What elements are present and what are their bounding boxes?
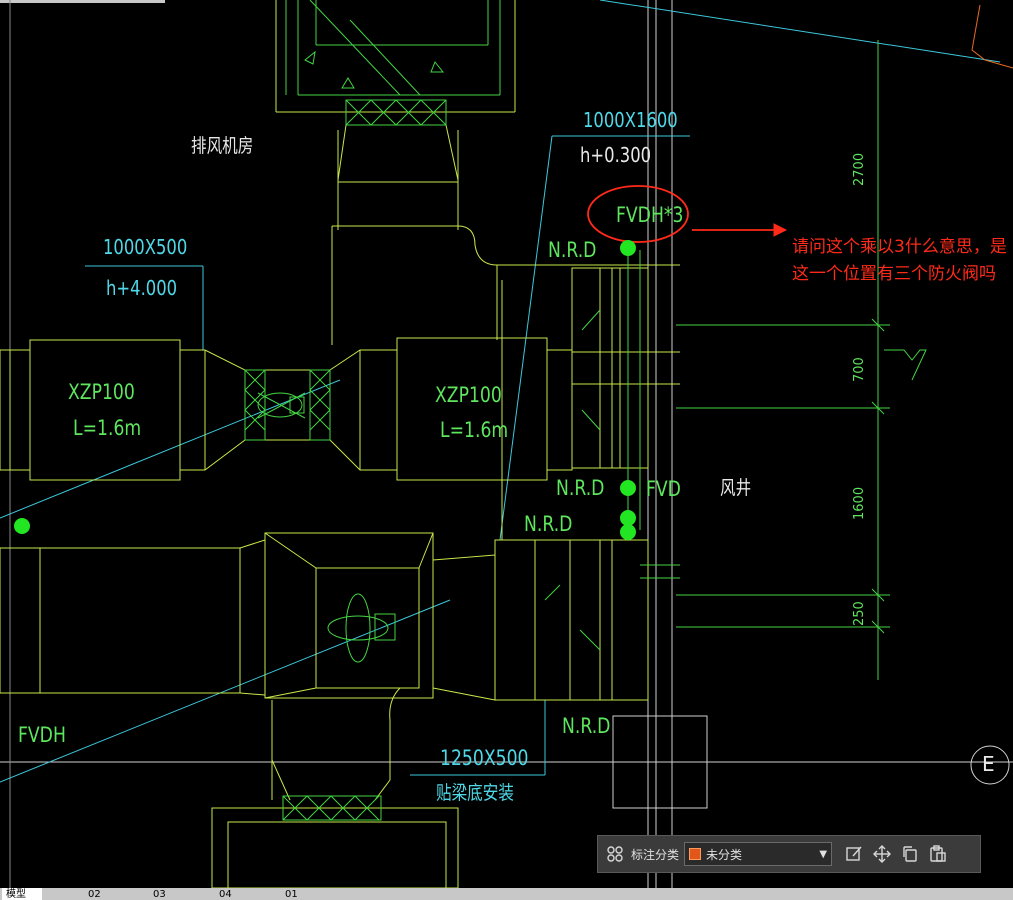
nrd-label-4: N.R.D <box>562 714 611 738</box>
fvdh-top-label: FVDH*3 <box>616 203 684 227</box>
duct-size-bottom-label: 1250X500 <box>440 746 529 770</box>
fvdh-left-label: FVDH <box>18 723 66 747</box>
tab-01[interactable]: 01 <box>285 889 298 900</box>
edit-icon[interactable] <box>840 840 868 868</box>
annotation-toolbar: 标注分类 未分类 ▼ <box>597 835 981 873</box>
chevron-down-icon: ▼ <box>819 848 828 860</box>
move-icon[interactable] <box>868 840 896 868</box>
dimension-250: 250 <box>852 601 867 626</box>
tab-model[interactable]: 模型 <box>2 888 42 900</box>
nrd-label-2: N.R.D <box>556 476 605 500</box>
category-select[interactable]: 未分类 ▼ <box>684 842 833 866</box>
fan-left-length-label: L=1.6m <box>73 416 142 440</box>
fan-right-length-label: L=1.6m <box>440 418 509 442</box>
category-select-value: 未分类 <box>706 847 743 862</box>
fan-left-model-label: XZP100 <box>68 380 135 404</box>
duct-size-left-label: 1000X500 <box>103 235 188 259</box>
category-color-swatch <box>689 848 702 860</box>
dimension-1600: 1600 <box>852 486 867 520</box>
copy-icon[interactable] <box>896 840 924 868</box>
tab-04[interactable]: 04 <box>219 889 232 900</box>
category-label: 标注分类 <box>631 847 680 862</box>
tab-03[interactable]: 03 <box>153 889 166 900</box>
tab-02[interactable]: 02 <box>88 889 101 900</box>
nrd-label-1: N.R.D <box>548 238 597 262</box>
nrd-label-3: N.R.D <box>524 512 573 536</box>
shaft-label: 风井 <box>720 477 752 499</box>
duct-elev-top-label: h+0.300 <box>580 143 652 167</box>
grid-axis-label: E <box>982 752 995 776</box>
dimension-2700: 2700 <box>852 152 867 186</box>
top-window-strip <box>0 0 165 3</box>
dimension-700: 700 <box>852 357 867 382</box>
fvd-label: FVD <box>646 477 681 501</box>
beam-mount-label: 贴梁底安装 <box>436 782 514 804</box>
question-annotation: 请问这个乘以3什么意思，是这一个位置有三个防火阀吗 <box>792 237 1007 284</box>
fan-right-model-label: XZP100 <box>435 383 502 407</box>
layout-tab-bar: 模型 02 03 04 01 <box>0 888 1013 900</box>
grid-icon[interactable] <box>601 840 629 868</box>
duct-elev-left-label: h+4.000 <box>106 276 178 300</box>
duct-size-top-label: 1000X1600 <box>583 108 678 132</box>
paste-icon[interactable] <box>924 840 952 868</box>
exhaust-room-label: 排风机房 <box>191 135 254 157</box>
